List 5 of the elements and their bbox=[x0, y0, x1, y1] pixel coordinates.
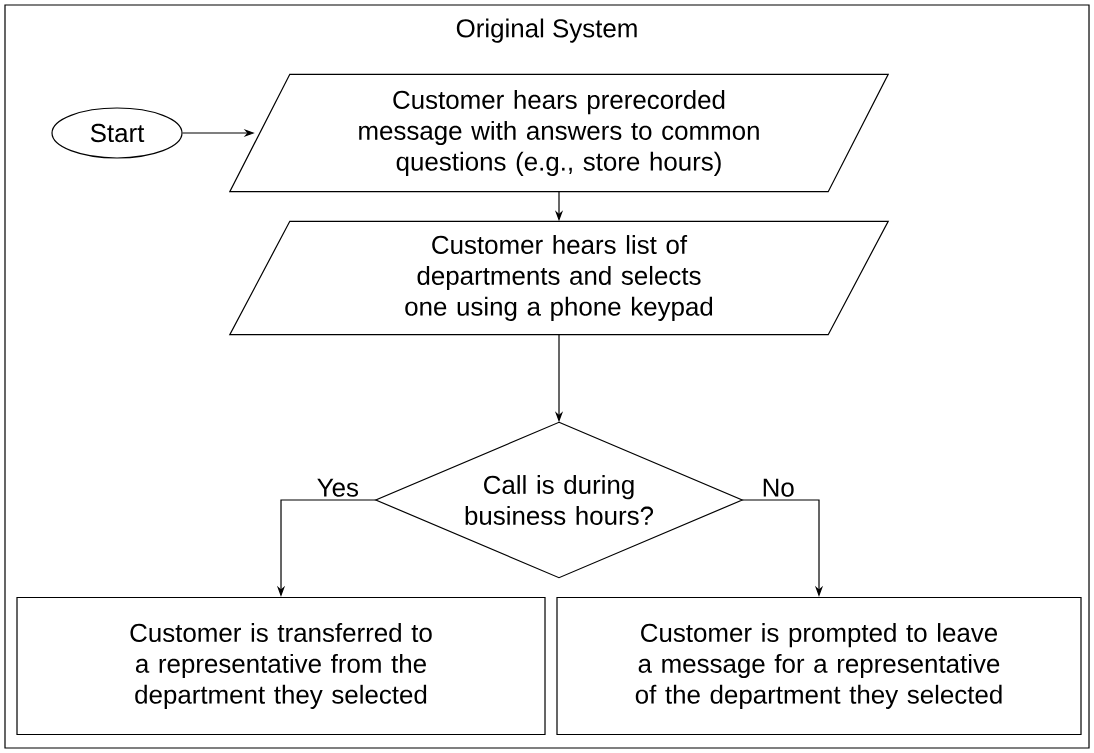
edge-label: Yes bbox=[317, 478, 358, 497]
process-box: Customer is prompted to leave a message for a representative of the department they selected bbox=[556, 596, 1082, 736]
process-box: Customer is transferred to a representative from the department they selected bbox=[16, 596, 546, 736]
start-terminal: Start bbox=[51, 107, 183, 159]
edge-label: No bbox=[763, 478, 794, 497]
